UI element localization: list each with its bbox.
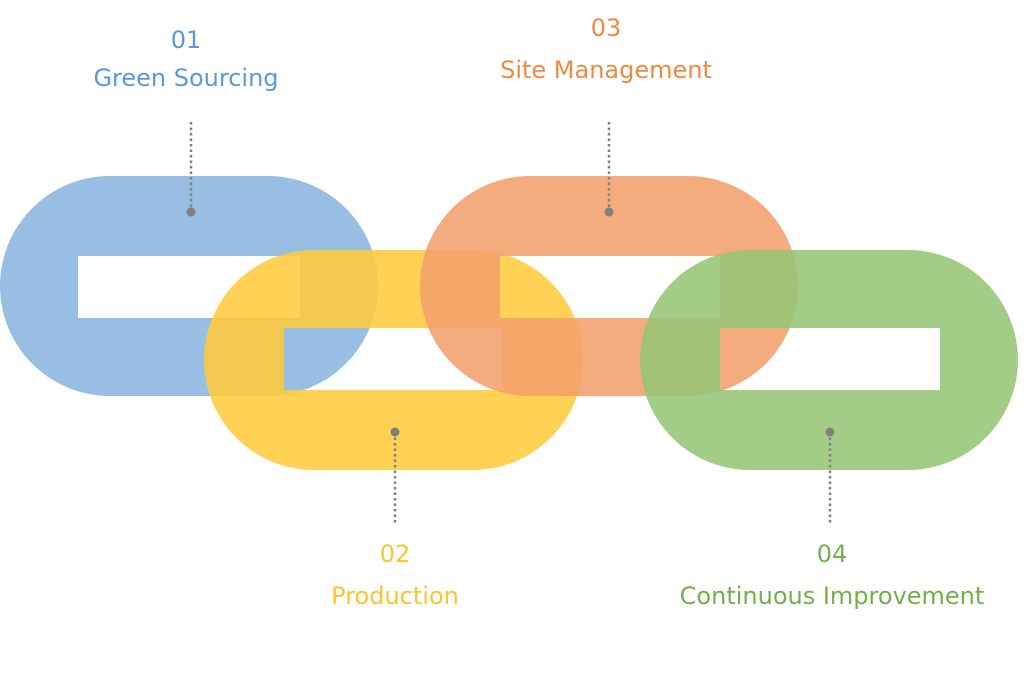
step-3-title: Site Management (500, 56, 712, 84)
connector-dot-2 (390, 427, 400, 437)
step-4-title: Continuous Improvement (679, 582, 985, 610)
step-2-number: 02 (379, 540, 411, 568)
step-1-number: 01 (170, 26, 202, 54)
step-4-number: 04 (816, 540, 848, 568)
connector-dot-3 (604, 207, 614, 217)
step-1-title: Green Sourcing (93, 64, 279, 92)
step-4-label: 04 Continuous Improvement (660, 540, 1004, 610)
connector-dot-4 (825, 427, 835, 437)
step-1-label: 01 Green Sourcing (86, 26, 286, 92)
step-2-label: 02 Production (295, 540, 495, 610)
connector-dot-1 (186, 207, 196, 217)
step-3-label: 03 Site Management (478, 14, 734, 84)
step-2-title: Production (331, 582, 459, 610)
chain-link-4 (640, 250, 1018, 470)
step-3-number: 03 (590, 14, 622, 42)
